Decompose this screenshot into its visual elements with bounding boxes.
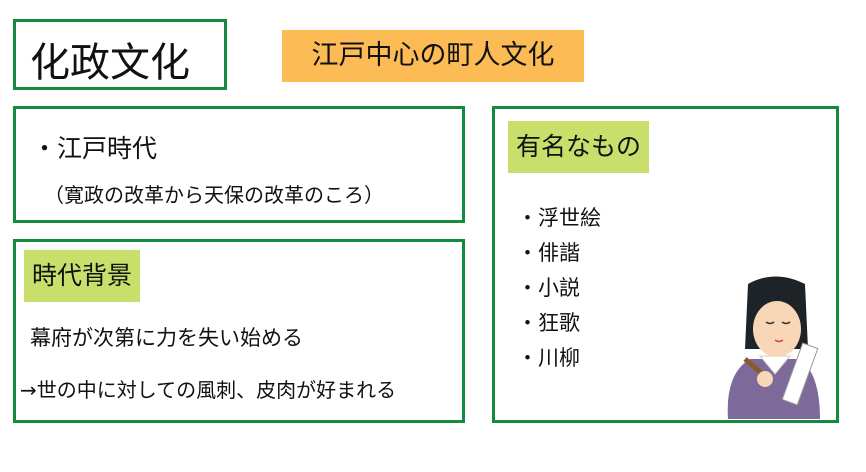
list-item: ・浮世絵	[517, 206, 601, 230]
era-box: ・江戸時代 （寛政の改革から天保の改革のころ）	[13, 106, 465, 223]
title-box: 化政文化	[13, 19, 227, 90]
famous-label: 有名なもの	[508, 121, 650, 173]
poet-illustration	[727, 276, 820, 419]
subtitle-banner: 江戸中心の町人文化	[282, 30, 584, 82]
background-box: 時代背景 幕府が次第に力を失い始める →世の中に対しての風刺、皮肉が好まれる	[13, 239, 465, 423]
list-item: ・川柳	[517, 346, 580, 370]
era-heading: ・江戸時代	[32, 134, 158, 163]
era-note: （寛政の改革から天保の改革のころ）	[44, 183, 384, 207]
famous-box: 有名なもの ・浮世絵 ・俳諧 ・小説 ・狂歌 ・川柳	[492, 106, 839, 423]
background-label: 時代背景	[24, 250, 141, 302]
background-line-2: →世の中に対しての風刺、皮肉が好まれる	[20, 378, 397, 402]
list-item: ・小説	[517, 276, 580, 300]
list-item: ・俳諧	[517, 241, 580, 265]
famous-list: ・浮世絵 ・俳諧 ・小説 ・狂歌 ・川柳	[517, 201, 601, 376]
background-line-1: 幕府が次第に力を失い始める	[30, 326, 303, 350]
list-item: ・狂歌	[517, 311, 580, 335]
page-title: 化政文化	[30, 40, 190, 86]
